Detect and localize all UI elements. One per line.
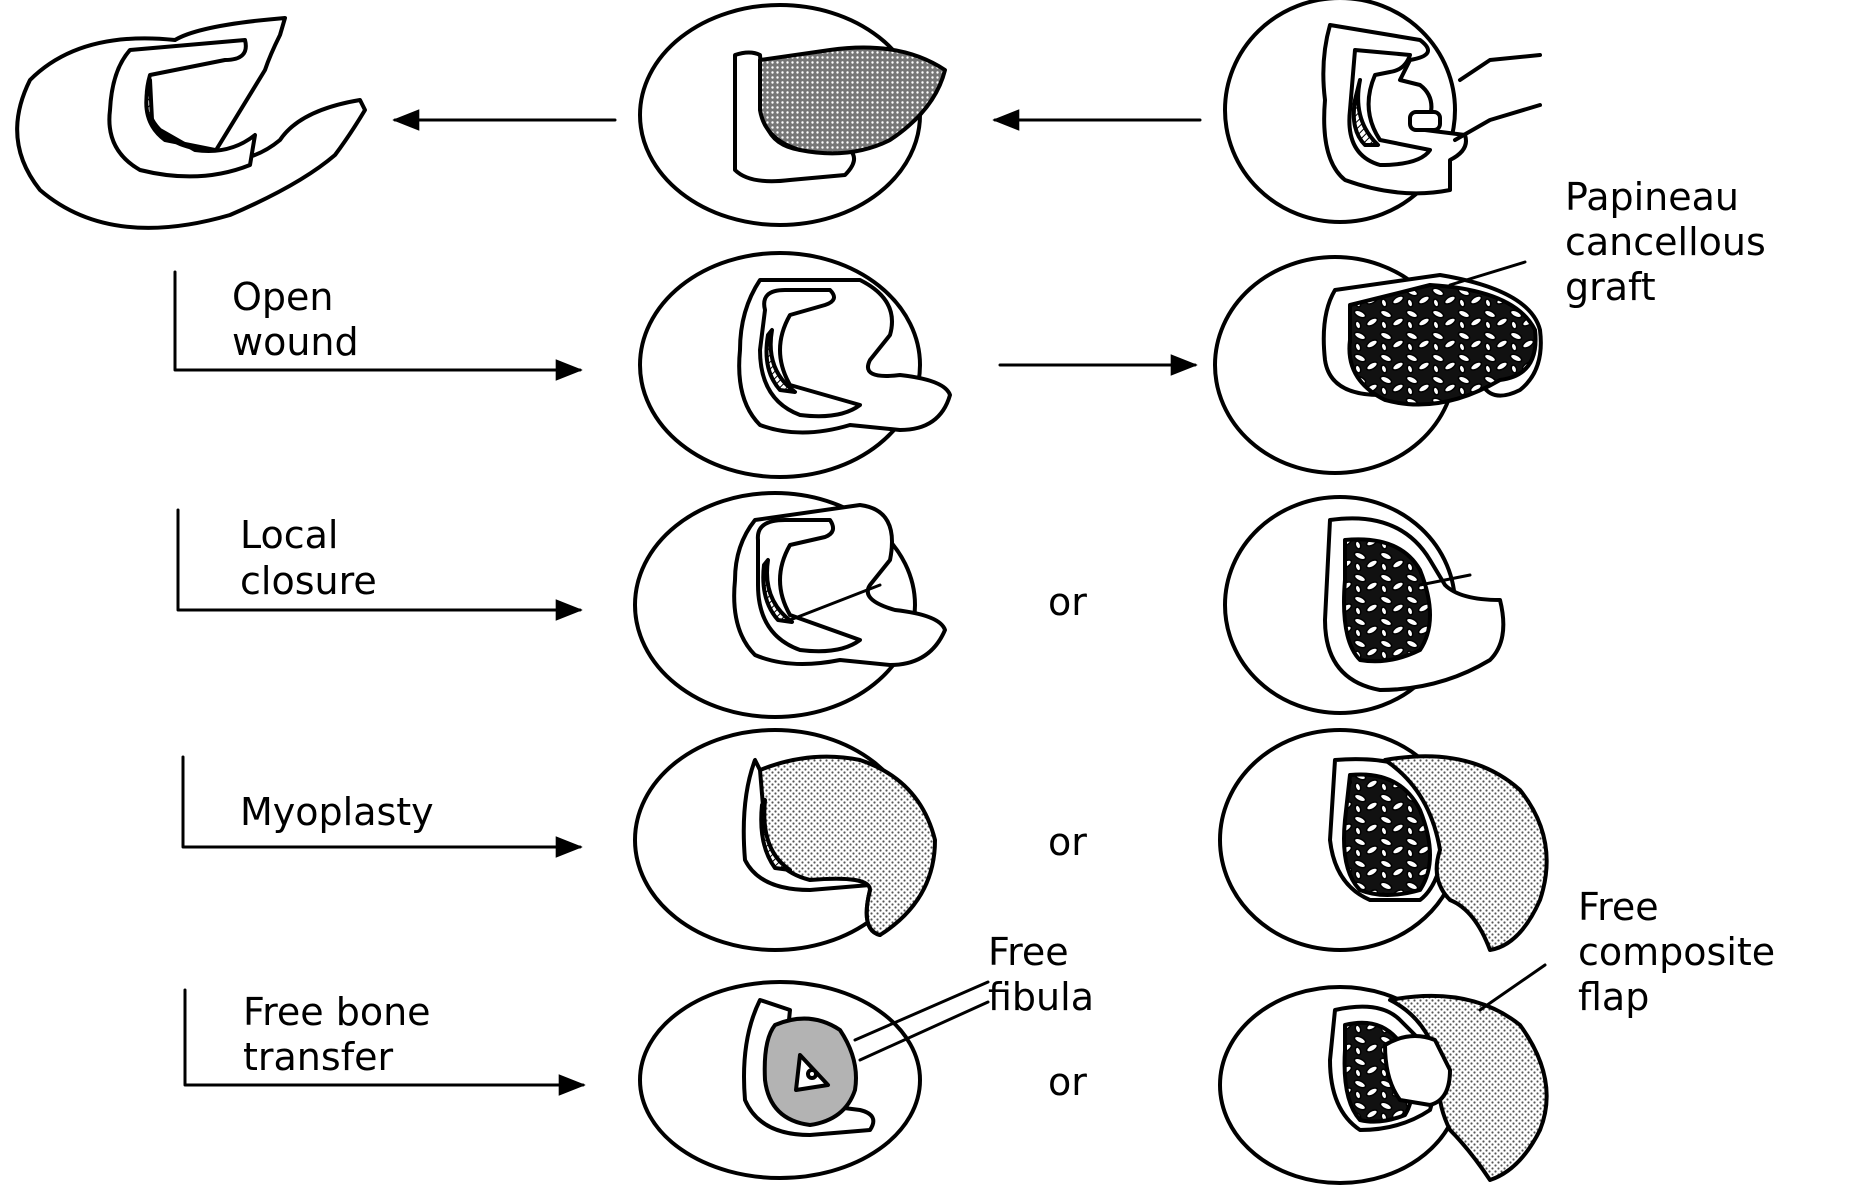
label-free-fibula-line2: fibula — [988, 975, 1094, 1019]
panel-free-bone-transfer — [640, 982, 988, 1178]
or-text-row3: or — [1048, 580, 1087, 624]
panel-infected-defect — [640, 5, 945, 225]
label-open-wound-line2: wound — [232, 320, 359, 364]
bracket-local-closure — [178, 510, 580, 610]
panel-papineau-graft — [1215, 257, 1541, 473]
panel-local-closure — [635, 493, 945, 717]
panel-myoplasty-graft — [1220, 730, 1547, 950]
label-papineau-line2: cancellous — [1565, 220, 1766, 264]
label-myoplasty: Myoplasty — [240, 790, 434, 834]
label-free-bone-transfer-line2: transfer — [243, 1035, 393, 1079]
or-text-row5: or — [1048, 1060, 1087, 1104]
label-local-closure-line2: closure — [240, 559, 377, 603]
panel-fractured-bone — [1225, 0, 1540, 222]
label-papineau-line1: Papineau — [1565, 175, 1739, 219]
label-local-closure-line1: Local — [240, 513, 339, 557]
label-free-composite-flap-line2: composite — [1578, 930, 1775, 974]
panel-open-wound — [640, 253, 950, 477]
panel-open-bone — [17, 18, 365, 228]
label-free-bone-transfer-line1: Free bone — [243, 990, 431, 1034]
label-open-wound-line1: Open — [232, 275, 334, 319]
panel-free-composite-flap — [1220, 965, 1547, 1183]
label-free-composite-flap-line3: flap — [1578, 975, 1649, 1019]
panel-myoplasty — [635, 730, 935, 950]
label-papineau-line3: graft — [1565, 265, 1656, 309]
panel-local-closure-graft — [1225, 497, 1503, 713]
label-free-fibula-line1: Free — [988, 930, 1069, 974]
or-text-row4: or — [1048, 820, 1087, 864]
label-free-composite-flap-line1: Free — [1578, 885, 1659, 929]
